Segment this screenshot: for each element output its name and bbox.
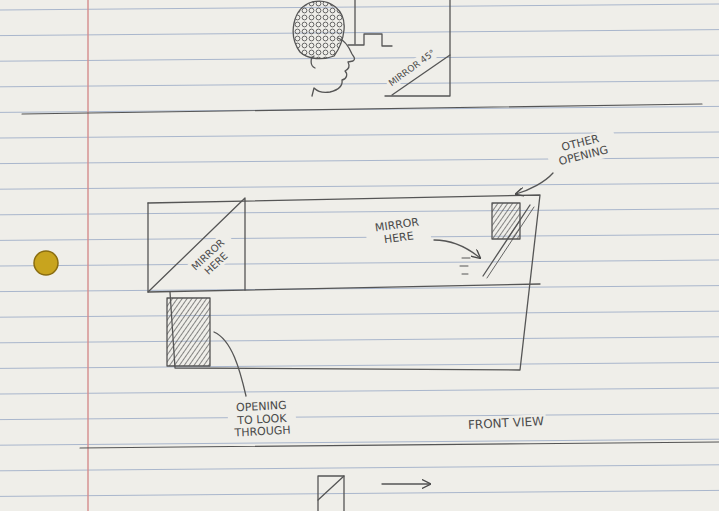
ruled-line [0,490,719,496]
view-title: FRONT VIEW [466,414,547,434]
label-holder: OTHER OPENING [545,128,620,171]
label-holder: MIRROR 45° [384,46,439,91]
ruled-line [0,183,719,189]
opening-note: OTHER OPENING [545,128,620,171]
pencil-marks [460,258,470,274]
side-sketch [318,476,344,511]
mirror-line [487,207,534,278]
ruled-line [0,260,719,266]
divider-line [80,442,719,448]
box-side [385,0,450,96]
ruled-line [0,311,719,317]
ear [311,56,315,68]
ruled-line [0,286,719,292]
ruled-line [0,388,719,394]
mirror-triangle [148,198,245,292]
ruled-line [0,158,719,164]
label-holder: OPENING TO LOOK THROUGH [227,398,297,441]
mirror-line [318,476,344,500]
top-opening [492,203,520,239]
periscope-tube [148,203,540,292]
margin-line [87,0,88,511]
ruled-line [0,55,719,61]
divider-line [22,104,702,114]
leader-arrow [434,240,480,258]
ruled-lines [0,4,719,511]
label-holder: MIRROR HERE [364,214,431,250]
ruled-line [0,337,719,343]
mirror-note: MIRROR HERE [183,231,241,287]
ruled-line [0,81,719,87]
face-profile [312,38,355,96]
ruled-line [0,234,719,240]
ruled-line [0,465,719,471]
leader-arrow [516,173,553,194]
hair [293,1,344,58]
mirror-line [483,205,530,276]
box-side [354,0,355,44]
opening-note: OPENING TO LOOK THROUGH [227,398,297,441]
ruled-line [0,362,719,368]
periscope-body [148,195,540,370]
ruled-line [0,439,719,445]
mirror-note: MIRROR HERE [364,214,431,250]
ruled-line [0,30,719,36]
ruled-line [0,414,719,420]
label-holder: MIRROR HERE [183,231,241,287]
ruled-line [0,209,719,215]
mirror-note: MIRROR 45° [384,46,439,91]
direction-arrow [382,483,430,484]
ruled-line [0,4,719,10]
eye-opening [167,298,210,366]
punch-hole [34,251,58,275]
label-holder: FRONT VIEW [466,414,547,434]
leader-line [214,332,246,396]
